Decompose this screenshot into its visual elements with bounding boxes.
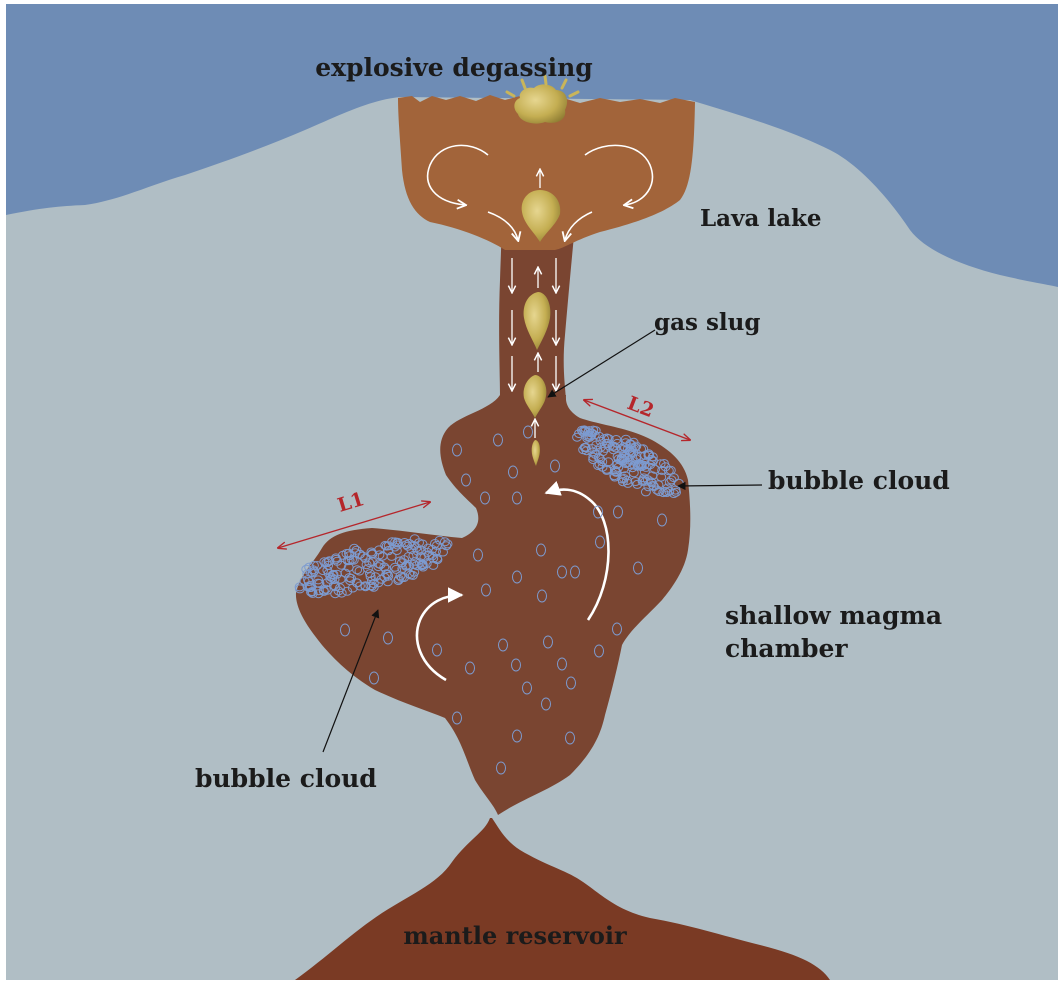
lava-lake-label: Lava lake — [700, 205, 822, 232]
shallow-magma-chamber-label-line2: chamber — [725, 634, 848, 663]
shallow-magma-chamber-label-line1: shallow magma — [725, 601, 942, 630]
bubble-cloud-left-label: bubble cloud — [195, 764, 377, 793]
explosive-degassing-label: explosive degassing — [315, 53, 593, 82]
gas-slug-label: gas slug — [654, 309, 760, 336]
bubble-cloud-right-label: bubble cloud — [768, 466, 950, 495]
mantle-reservoir-label: mantle reservoir — [403, 921, 627, 950]
